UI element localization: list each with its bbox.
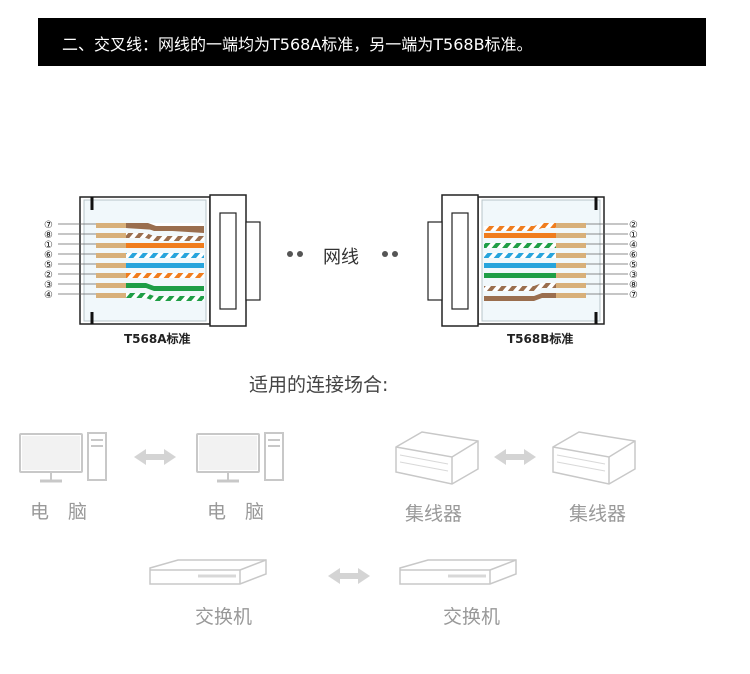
connector-b-label: T568B标准 [507, 332, 574, 346]
computer-icon [196, 432, 284, 483]
device-label: 电 脑 [30, 501, 88, 523]
pin-label: ① [629, 230, 638, 241]
wire-white-blue [126, 253, 204, 258]
scenarios-title: 适用的连接场合: [249, 374, 389, 396]
pin-label: ③ [44, 280, 53, 291]
double-arrow-icon [134, 449, 176, 465]
device-label: 集线器 [569, 503, 627, 525]
wire-brown [126, 223, 204, 231]
wire-blue [484, 263, 556, 268]
wire-white-orange [484, 223, 556, 231]
wire-white-brown [484, 283, 556, 291]
connector-a-label: T568A标准 [124, 332, 191, 346]
pin-label: ④ [629, 240, 638, 251]
pin-label: ⑦ [44, 220, 53, 231]
connector-a-wires [96, 223, 204, 301]
connector-b-wires [484, 223, 586, 301]
connector-b-pin-labels: ② ① ④ ⑥ ⑤ ③ ⑧ ⑦ [629, 220, 638, 301]
switch-icon [149, 559, 267, 585]
wire-green [484, 273, 556, 278]
computer-icon [19, 432, 107, 483]
wire-white-brown [126, 233, 204, 241]
connector-a [58, 194, 261, 327]
pin-label: ⑤ [629, 260, 638, 271]
wire-white-green [126, 293, 204, 301]
header-title: 二、交叉线：网线的一端均为T568A标准，另一端为T568B标准。 [62, 35, 533, 54]
double-arrow-icon [328, 568, 370, 584]
wire-orange [126, 243, 204, 248]
wire-white-orange [126, 273, 204, 278]
device-label: 电 脑 [207, 501, 265, 523]
wire-blue [126, 263, 204, 268]
pin-label: ⑤ [44, 260, 53, 271]
wire-orange [484, 233, 556, 238]
pin-label: ③ [629, 270, 638, 281]
hub-icon [552, 431, 636, 485]
device-label: 交换机 [443, 606, 501, 628]
connector-b [427, 194, 628, 327]
header-bar: 二、交叉线：网线的一端均为T568A标准，另一端为T568B标准。 [38, 18, 706, 66]
device-label: 集线器 [405, 503, 463, 525]
wire-white-blue [484, 253, 556, 258]
device-label: 交换机 [195, 606, 253, 628]
cable-ellipsis-dots [287, 251, 398, 257]
wire-brown [484, 293, 556, 301]
double-arrow-icon [494, 449, 536, 465]
pin-label: ⑧ [44, 230, 53, 241]
cable-label: 网线 [323, 247, 359, 268]
connector-a-pin-labels: ⑦ ⑧ ① ⑥ ⑤ ② ③ ④ [44, 220, 53, 301]
pin-label: ⑥ [629, 250, 638, 261]
pin-label: ④ [44, 290, 53, 301]
switch-icon [399, 559, 517, 585]
pin-label: ⑧ [629, 280, 638, 291]
wire-green [126, 283, 204, 291]
pin-label: ② [44, 270, 53, 281]
pin-label: ⑦ [629, 290, 638, 301]
wire-white-green [484, 243, 556, 248]
pin-label: ① [44, 240, 53, 251]
pin-label: ② [629, 220, 638, 231]
hub-icon [395, 431, 479, 485]
pin-label: ⑥ [44, 250, 53, 261]
